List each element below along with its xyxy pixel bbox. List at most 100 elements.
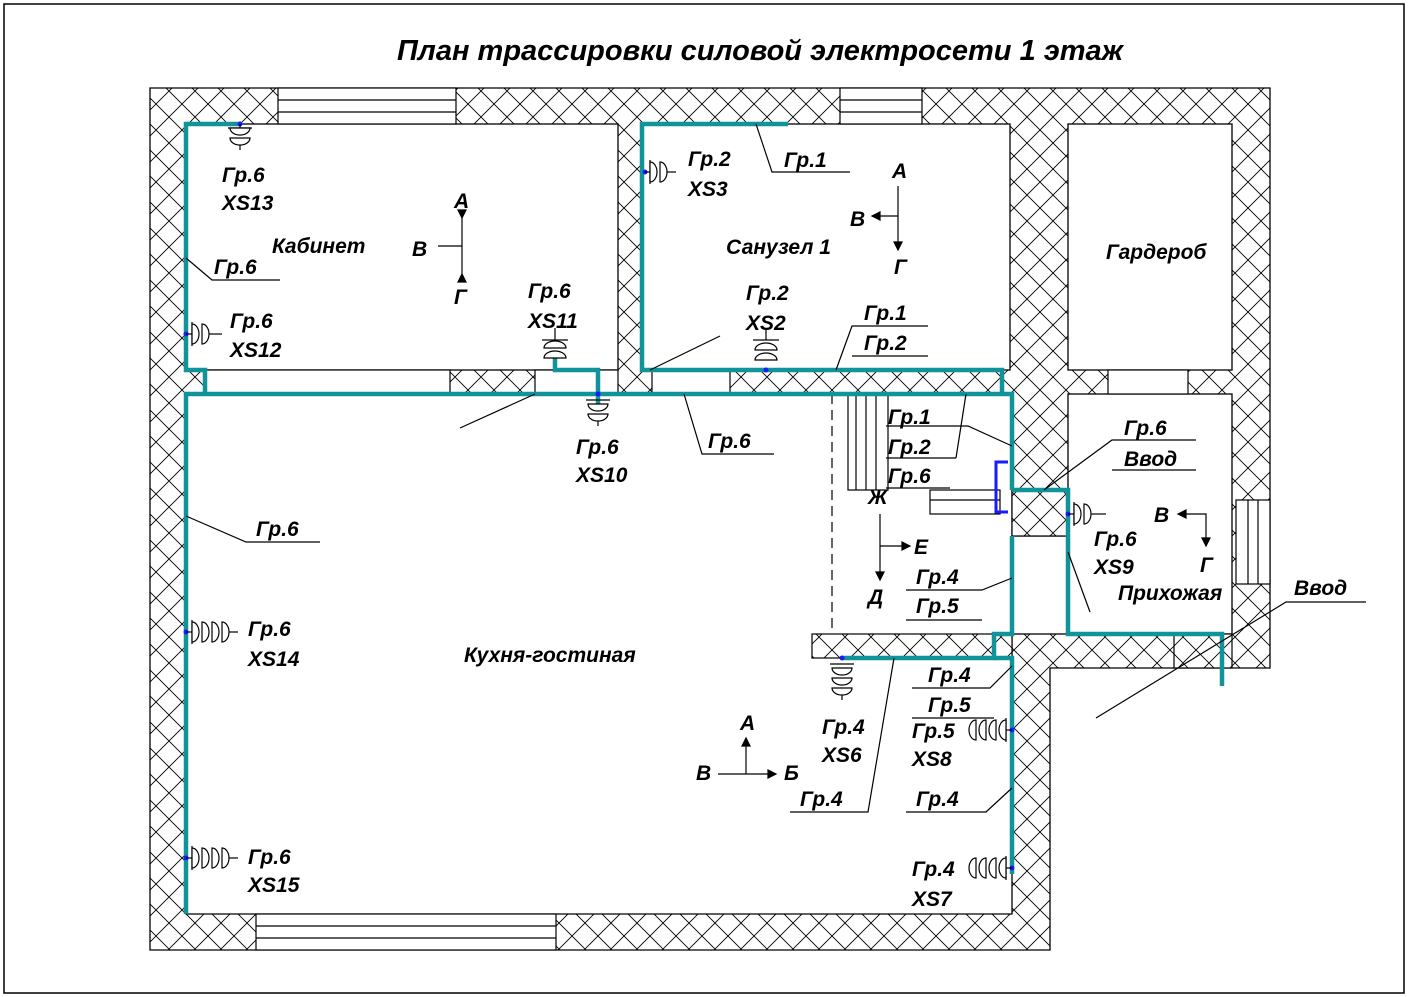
socket-xs2-id: XS2	[745, 312, 786, 335]
staircase	[831, 393, 1001, 634]
corridor-lobby	[1011, 535, 1069, 635]
socket-xs11-id: XS11	[527, 310, 578, 333]
socket-xs13-group: Гр.6	[222, 164, 265, 187]
leader-bath-bottom-label-2: Гр.2	[864, 332, 907, 355]
leader-right45-label-1: Гр.4	[928, 664, 971, 687]
leader-kitchen-top-label: Гр.6	[708, 430, 751, 453]
wall-gap-1	[204, 369, 451, 395]
wall-gap-4	[1107, 369, 1189, 395]
leader-mid45-label-2: Гр.5	[916, 595, 959, 618]
leader-corridor-label-3: Гр.6	[888, 465, 931, 488]
distribution-box	[994, 460, 1008, 514]
socket-icon-xs15	[186, 846, 238, 870]
socket-xs8-id: XS8	[911, 748, 952, 771]
leader-right45-label-2: Гр.5	[928, 694, 971, 717]
socket-icon-xs13	[228, 124, 252, 150]
wall-kitchen-c: Б	[784, 762, 799, 785]
leader-entry-label: Ввод	[1294, 577, 1347, 600]
socket-icon-xs6	[830, 663, 854, 700]
socket-xs3-group: Гр.2	[688, 148, 731, 171]
leader-lines	[185, 123, 1366, 813]
socket-xs7-id: XS7	[911, 888, 953, 911]
cable-group4-right	[994, 655, 1015, 874]
socket-icon-xs11	[542, 328, 568, 359]
wall-kitchen-b: В	[696, 762, 711, 785]
arrows-bathroom	[870, 186, 903, 252]
socket-xs6-id: XS6	[821, 744, 862, 767]
wall-corridor-b: Е	[914, 536, 929, 559]
page-title: План трассировки силовой электросети 1 э…	[397, 35, 1125, 67]
drawing-frame	[3, 3, 1405, 994]
room-label-wardrobe: Гардероб	[1106, 241, 1207, 264]
wall-hall-b: Г	[1200, 554, 1214, 577]
room-bathroom	[641, 123, 1011, 371]
wall-hall-a: В	[1154, 504, 1169, 527]
cable-group4	[842, 536, 1015, 661]
wall-corridor-c: Д	[866, 586, 883, 609]
wall-cabinet-a: А	[453, 190, 469, 213]
leader-gr4-label-a: Гр.4	[800, 788, 843, 811]
wall-kitchen-a: А	[739, 712, 755, 735]
socket-xs7-group: Гр.4	[912, 858, 955, 881]
room-label-hall: Прихожая	[1118, 582, 1222, 605]
junction-dots	[183, 121, 1071, 871]
room-label-bathroom: Санузел 1	[726, 236, 831, 259]
leader-gr4-label-b: Гр.4	[916, 788, 959, 811]
arrows-corridor	[875, 514, 912, 582]
socket-xs9-group: Гр.6	[1094, 528, 1137, 551]
leader-bath-top-label: Гр.1	[784, 149, 827, 172]
leader-corridor-label-2: Гр.2	[888, 436, 931, 459]
socket-icon-xs10	[586, 399, 610, 426]
socket-xs12-group: Гр.6	[230, 310, 273, 333]
socket-xs13-id: XS13	[221, 192, 274, 215]
socket-xs14-id: XS14	[247, 648, 300, 671]
cable-group6-cabinet	[183, 121, 240, 394]
socket-xs9-id: XS9	[1093, 556, 1134, 579]
kitchen-partition	[811, 633, 1013, 659]
window-cabinet	[277, 87, 457, 125]
socket-xs11-group: Гр.6	[528, 280, 571, 303]
socket-xs15-id: XS15	[247, 874, 300, 897]
window-hall	[1235, 499, 1271, 585]
arrows-cabinet	[438, 209, 467, 283]
window-bathroom	[839, 87, 923, 125]
wall-gap-2	[651, 369, 731, 395]
socket-xs14-group: Гр.6	[248, 618, 291, 641]
wall-bathroom-b: В	[850, 208, 865, 231]
socket-xs2-group: Гр.2	[746, 282, 789, 305]
leader-hall-entry-label-2: Ввод	[1124, 448, 1177, 471]
wall-bathroom-a: А	[891, 160, 907, 183]
socket-icon-xs3	[645, 160, 676, 184]
wall-cabinet-c: Г	[454, 286, 468, 309]
socket-xs12-id: XS12	[229, 339, 282, 362]
socket-icon-xs7	[968, 856, 1012, 880]
socket-icon-xs8	[968, 718, 1012, 742]
wall-corridor-a: Ж	[867, 486, 889, 509]
socket-icon-xs14	[186, 620, 238, 644]
cable-xs11	[552, 358, 601, 406]
window-kitchen	[255, 913, 557, 951]
socket-xs10-id: XS10	[575, 464, 628, 487]
lobby-block	[1011, 489, 1069, 537]
cable-bathroom	[639, 121, 1005, 394]
socket-xs10-group: Гр.6	[576, 436, 619, 459]
leader-cabinet-label: Гр.6	[214, 256, 257, 279]
socket-xs3-id: XS3	[687, 178, 728, 201]
leader-mid45-label-1: Гр.4	[916, 566, 959, 589]
room-cabinet	[185, 123, 619, 371]
socket-xs6-group: Гр.4	[822, 716, 865, 739]
arrows-hall	[1176, 509, 1211, 548]
leader-kitchen-left-label: Гр.6	[256, 518, 299, 541]
socket-icon-xs12	[186, 322, 222, 346]
leader-corridor-label-1: Гр.1	[888, 406, 931, 429]
wall-bathroom-c: Г	[894, 256, 908, 279]
room-label-cabinet: Кабинет	[272, 235, 365, 258]
wall-gap-3	[534, 369, 619, 395]
wall-cabinet-b: В	[412, 238, 427, 261]
socket-icon-xs9	[1068, 502, 1106, 526]
socket-xs8-group: Гр.5	[912, 720, 955, 743]
arrows-kitchen	[718, 736, 778, 779]
cable-hall	[1012, 487, 1225, 686]
room-label-kitchen: Кухня-гостиная	[464, 644, 636, 667]
